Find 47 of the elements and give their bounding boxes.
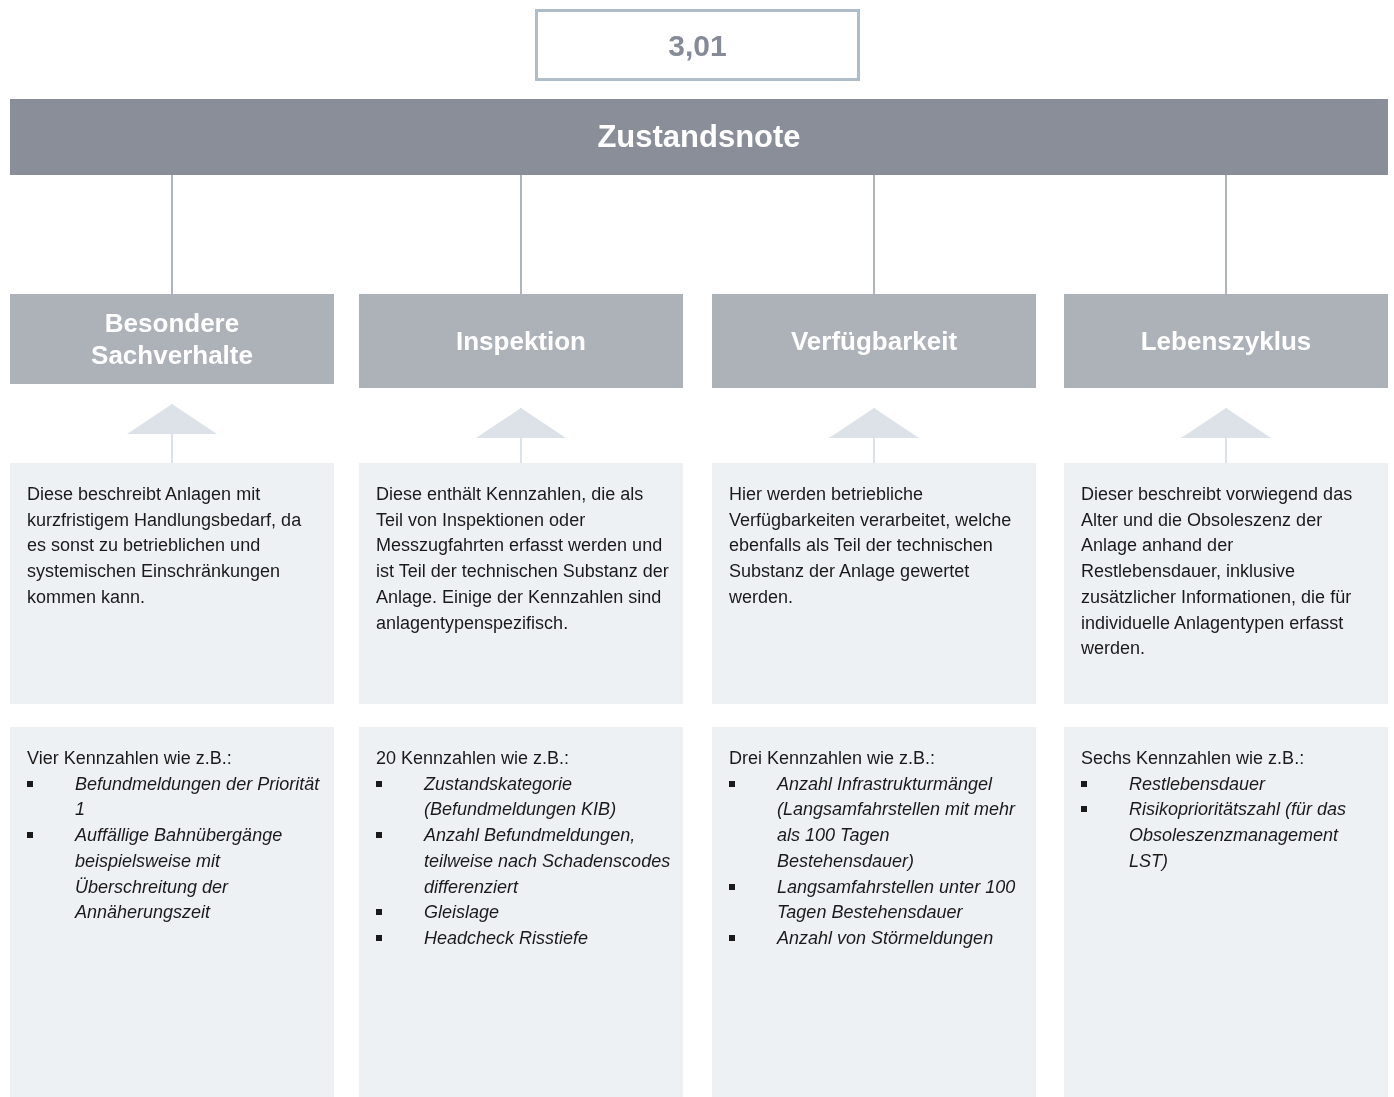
list-item: Auffällige Bahnübergänge beispielsweise mit Überschreitung der Annäherungszeit — [75, 824, 284, 925]
list-item: Befundmeldungen der Priorität 1 — [75, 772, 321, 822]
list-item: Anzahl Infrastrukturmängel (Langsamfahrstellen mit mehr als 100 Tagen Bestehensdauer) — [777, 772, 1017, 873]
header-bar — [10, 99, 1388, 175]
score-value: 3,01 — [668, 27, 727, 64]
list-heading: 20 Kennzahlen wie z.B.: — [376, 747, 571, 770]
chevron-arrow — [476, 407, 566, 464]
list-item: Restlebensdauer — [1129, 772, 1266, 796]
connector-line — [873, 174, 875, 295]
list-heading: Drei Kennzahlen wie z.B.: — [729, 747, 937, 770]
category-title: Besondere Sachverhalte — [90, 307, 254, 371]
list-item: Anzahl von Störmeldungen — [777, 926, 994, 950]
description-text: Diese beschreibt Anlagen mit kurzfristigem Handlungsbedarf, da es sonst zu betrieblichen und systemischen Einschränkungen kommen kann. — [27, 483, 303, 609]
list-item: Risikoprioritätszahl (für das Obsoleszenzmanagement LST) — [1129, 798, 1348, 873]
list-heading: Sechs Kennzahlen wie z.B.: — [1081, 747, 1306, 770]
category-box — [10, 294, 334, 384]
category-box — [359, 294, 683, 388]
description-text: Dieser beschreibt vorwiegend das Alter und die Obsoleszenz der Anlage anhand der Restlebensdauer, inklusive zusätzlicher Informationen, die für individuelle Anlagentypen erfasst werden. — [1081, 483, 1354, 661]
example-panel — [359, 727, 683, 1097]
category-box — [712, 294, 1036, 388]
example-panel — [10, 727, 334, 1097]
description-text: Hier werden betriebliche Verfügbarkeiten verarbeitet, welche ebenfalls als Teil der technischen Substanz der Anlage gewertet werden. — [729, 483, 1013, 609]
category-title: Verfügbarkeit — [790, 325, 958, 357]
chevron-arrow — [1181, 407, 1271, 464]
example-panel — [712, 727, 1036, 1097]
connector-line — [520, 174, 522, 295]
list-item: Gleislage — [424, 901, 500, 925]
category-title: Lebenszyklus — [1140, 325, 1312, 357]
list-item: Langsamfahrstellen unter 100 Tagen Bestehensdauer — [777, 875, 1017, 925]
connector-line — [1225, 174, 1227, 295]
description-panel — [1064, 463, 1388, 704]
description-panel — [712, 463, 1036, 704]
category-title: Inspektion — [456, 325, 586, 357]
example-panel — [1064, 727, 1388, 1097]
category-box — [1064, 294, 1388, 388]
chevron-arrow — [829, 407, 919, 464]
value-box — [535, 9, 860, 81]
list-item: Headcheck Risstiefe — [424, 926, 589, 950]
header-title: Zustandsnote — [597, 117, 801, 156]
description-panel — [10, 463, 334, 704]
list-item: Zustandskategorie (Befundmeldungen KIB) — [424, 772, 618, 822]
connector-line — [171, 174, 173, 295]
description-panel — [359, 463, 683, 704]
list-item: Anzahl Befundmeldungen, teilweise nach Schadenscodes differenziert — [424, 824, 672, 899]
list-heading: Vier Kennzahlen wie z.B.: — [27, 747, 233, 770]
chevron-arrow — [127, 403, 217, 464]
description-text: Diese enthält Kennzahlen, die als Teil von Inspektionen oder Messzugfahrten erfasst werden und ist Teil der technischen Substanz der Anlage. Einige der Kennzahlen sind anlagentypenspezifisch. — [376, 483, 670, 635]
